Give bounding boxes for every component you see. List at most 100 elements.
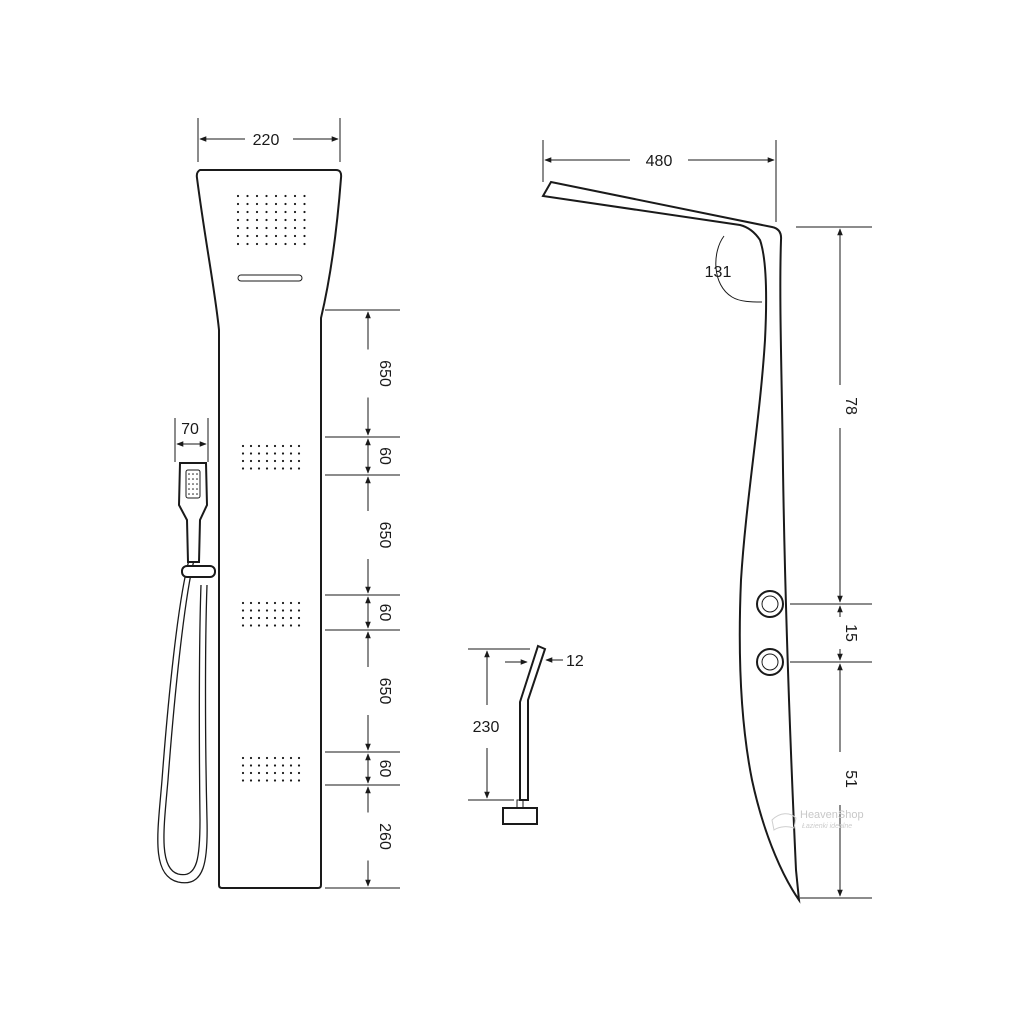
dim-angle: 131 <box>705 264 732 281</box>
spout-stem <box>516 799 524 809</box>
nozzle-dot <box>265 218 268 222</box>
nozzle-dot <box>274 210 278 214</box>
nozzle-dot <box>297 609 301 612</box>
nozzle-dot <box>297 771 301 775</box>
nozzle-dot <box>246 226 249 230</box>
hose <box>157 559 208 884</box>
nozzle-dot <box>289 771 293 775</box>
nozzle-dot <box>293 242 297 246</box>
nozzle-dot <box>265 452 269 455</box>
nozzle-dot <box>284 202 287 206</box>
nozzle-dot <box>249 459 253 463</box>
dim-vertical-label: 60 <box>376 760 393 778</box>
watermark-brand: HeavenShop <box>800 809 864 821</box>
nozzle-dot <box>281 459 285 463</box>
nozzle-dot <box>289 467 293 470</box>
control-knob-lower <box>756 648 784 676</box>
nozzle-dot <box>265 624 269 627</box>
nozzle-dot <box>303 234 306 238</box>
nozzle-dot <box>303 194 306 198</box>
nozzle-dot <box>255 226 259 230</box>
nozzle-dot <box>273 616 277 620</box>
dim-vertical-label: 650 <box>376 522 393 549</box>
nozzle-dot <box>273 467 277 470</box>
nozzle-dot <box>249 771 253 775</box>
dim-spout-height: 230 <box>473 719 500 736</box>
nozzle-dot <box>265 242 268 246</box>
nozzle-dot <box>273 779 277 782</box>
dim-lower-height: 51 <box>842 770 859 788</box>
nozzle-dot <box>255 234 259 238</box>
nozzle-dot <box>236 202 240 206</box>
nozzle-dot <box>265 194 268 198</box>
nozzle-dot <box>293 226 297 230</box>
nozzle-dot <box>257 459 261 463</box>
nozzle-dot <box>303 218 306 222</box>
nozzle-dot <box>284 194 287 198</box>
dim-vertical-label: 260 <box>376 823 393 850</box>
nozzle-dot <box>289 452 293 455</box>
nozzle-dot <box>273 771 277 775</box>
nozzle-dot <box>284 218 287 222</box>
nozzle-dot <box>257 756 261 760</box>
body-jet-grid-3 <box>241 756 301 782</box>
nozzle-dot <box>273 756 277 760</box>
nozzle-dot <box>241 467 245 470</box>
side-view: 480 131 78 15 51 <box>541 140 872 904</box>
nozzle-dot <box>293 202 297 206</box>
nozzle-dot <box>249 624 253 627</box>
nozzle-dot <box>241 609 245 612</box>
spout-base <box>502 807 538 825</box>
nozzle-dot <box>246 234 249 238</box>
nozzle-dot <box>265 234 268 238</box>
nozzle-dot <box>246 242 249 246</box>
nozzle-dot <box>257 779 261 782</box>
nozzle-dot <box>303 202 306 206</box>
hand-shower-holder <box>181 565 216 578</box>
nozzle-dot <box>249 609 253 612</box>
nozzle-dot <box>297 624 301 627</box>
nozzle-dot <box>297 764 301 767</box>
nozzle-dot <box>284 234 287 238</box>
nozzle-dot <box>297 616 301 620</box>
nozzle-dot <box>273 624 277 627</box>
nozzle-dot <box>265 756 269 760</box>
dim-knob-spacing: 15 <box>842 624 859 642</box>
nozzle-dot <box>249 756 253 760</box>
nozzle-dot <box>297 756 301 760</box>
panel-slot <box>237 274 303 282</box>
nozzle-dot <box>249 616 253 620</box>
nozzle-dot <box>281 756 285 760</box>
nozzle-dot <box>297 779 301 782</box>
nozzle-dot <box>249 764 253 767</box>
nozzle-dot <box>273 764 277 767</box>
nozzle-dot <box>274 202 278 206</box>
nozzle-dot <box>257 771 261 775</box>
watermark: HeavenShop Łazienki idealne <box>771 809 864 831</box>
nozzle-dot <box>274 194 278 198</box>
nozzle-dot <box>265 467 269 470</box>
nozzle-dot <box>281 616 285 620</box>
nozzle-dot <box>257 601 261 605</box>
nozzle-dot <box>281 624 285 627</box>
nozzle-dot <box>246 194 249 198</box>
nozzle-dot <box>297 601 301 605</box>
dim-spout-thickness: 12 <box>566 653 584 670</box>
nozzle-dot <box>289 459 293 463</box>
nozzle-dot <box>265 226 268 230</box>
nozzle-dot <box>293 234 297 238</box>
nozzle-dot <box>265 764 269 767</box>
nozzle-dot <box>273 601 277 605</box>
nozzle-dot <box>281 764 285 767</box>
nozzle-dot <box>289 756 293 760</box>
hand-shower <box>177 462 209 563</box>
nozzle-dot <box>289 616 293 620</box>
nozzle-dot <box>281 467 285 470</box>
top-nozzle-grid <box>236 194 306 246</box>
nozzle-dot <box>297 467 301 470</box>
nozzle-dot <box>249 601 253 605</box>
nozzle-dot <box>289 624 293 627</box>
nozzle-dot <box>293 194 297 198</box>
nozzle-dot <box>289 609 293 612</box>
